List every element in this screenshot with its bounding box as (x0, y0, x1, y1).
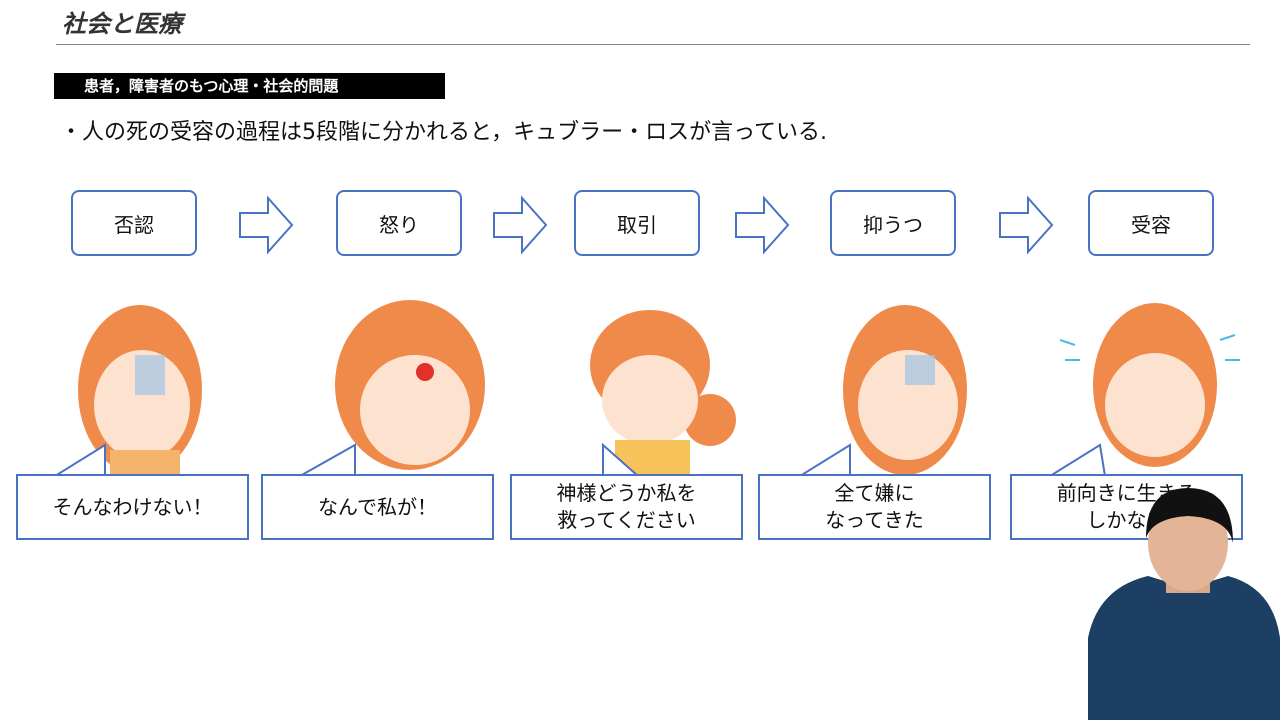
quote-line-2: なってきた (825, 508, 924, 532)
stage-bargaining: 取引 (574, 190, 700, 256)
speech-bubble-denial: そんなわけない！ (16, 474, 249, 540)
girl-illustration-depression (843, 305, 967, 475)
arrow-right-icon (493, 195, 548, 255)
arrow-right-icon (999, 195, 1054, 255)
speech-bubble-depression: 全て嫌になってきた (758, 474, 991, 540)
quote-line: そんなわけない！ (52, 494, 213, 519)
arrow-right-icon (239, 195, 294, 255)
girl-illustration-bargaining (590, 310, 736, 475)
speech-bubble-tail (602, 443, 639, 477)
presenter-video-overlay (1088, 488, 1280, 720)
slide-title: 社会と医療 (62, 10, 182, 38)
speech-bubble-tail (55, 443, 106, 477)
stage-denial: 否認 (71, 190, 197, 256)
quote-line-1: 全て嫌に (834, 481, 915, 505)
section-label: 患者，障害者のもつ心理・社会的問題 (54, 73, 445, 99)
speech-bubble-tail (800, 443, 851, 477)
quote-line-2: 救ってください (557, 508, 696, 532)
quote-line-1: 神様どうか私を (556, 481, 697, 505)
quote-line: なんで私が！ (318, 494, 437, 519)
speech-bubble-bargaining: 神様どうか私を救ってください (510, 474, 743, 540)
arrow-right-icon (735, 195, 790, 255)
girl-illustration-anger (335, 300, 485, 470)
girl-illustration-acceptance (1060, 303, 1240, 467)
speech-bubble-tail (1050, 443, 1106, 477)
stage-depression: 抑うつ (830, 190, 956, 256)
title-divider (56, 44, 1250, 45)
speech-bubble-tail (300, 443, 356, 477)
bullet-text: ・人の死の受容の過程は5段階に分かれると，キュブラー・ロスが言っている. (60, 120, 828, 145)
speech-bubble-anger: なんで私が！ (261, 474, 494, 540)
stage-acceptance: 受容 (1088, 190, 1214, 256)
stage-anger: 怒り (336, 190, 462, 256)
girl-illustration-denial (78, 305, 202, 475)
